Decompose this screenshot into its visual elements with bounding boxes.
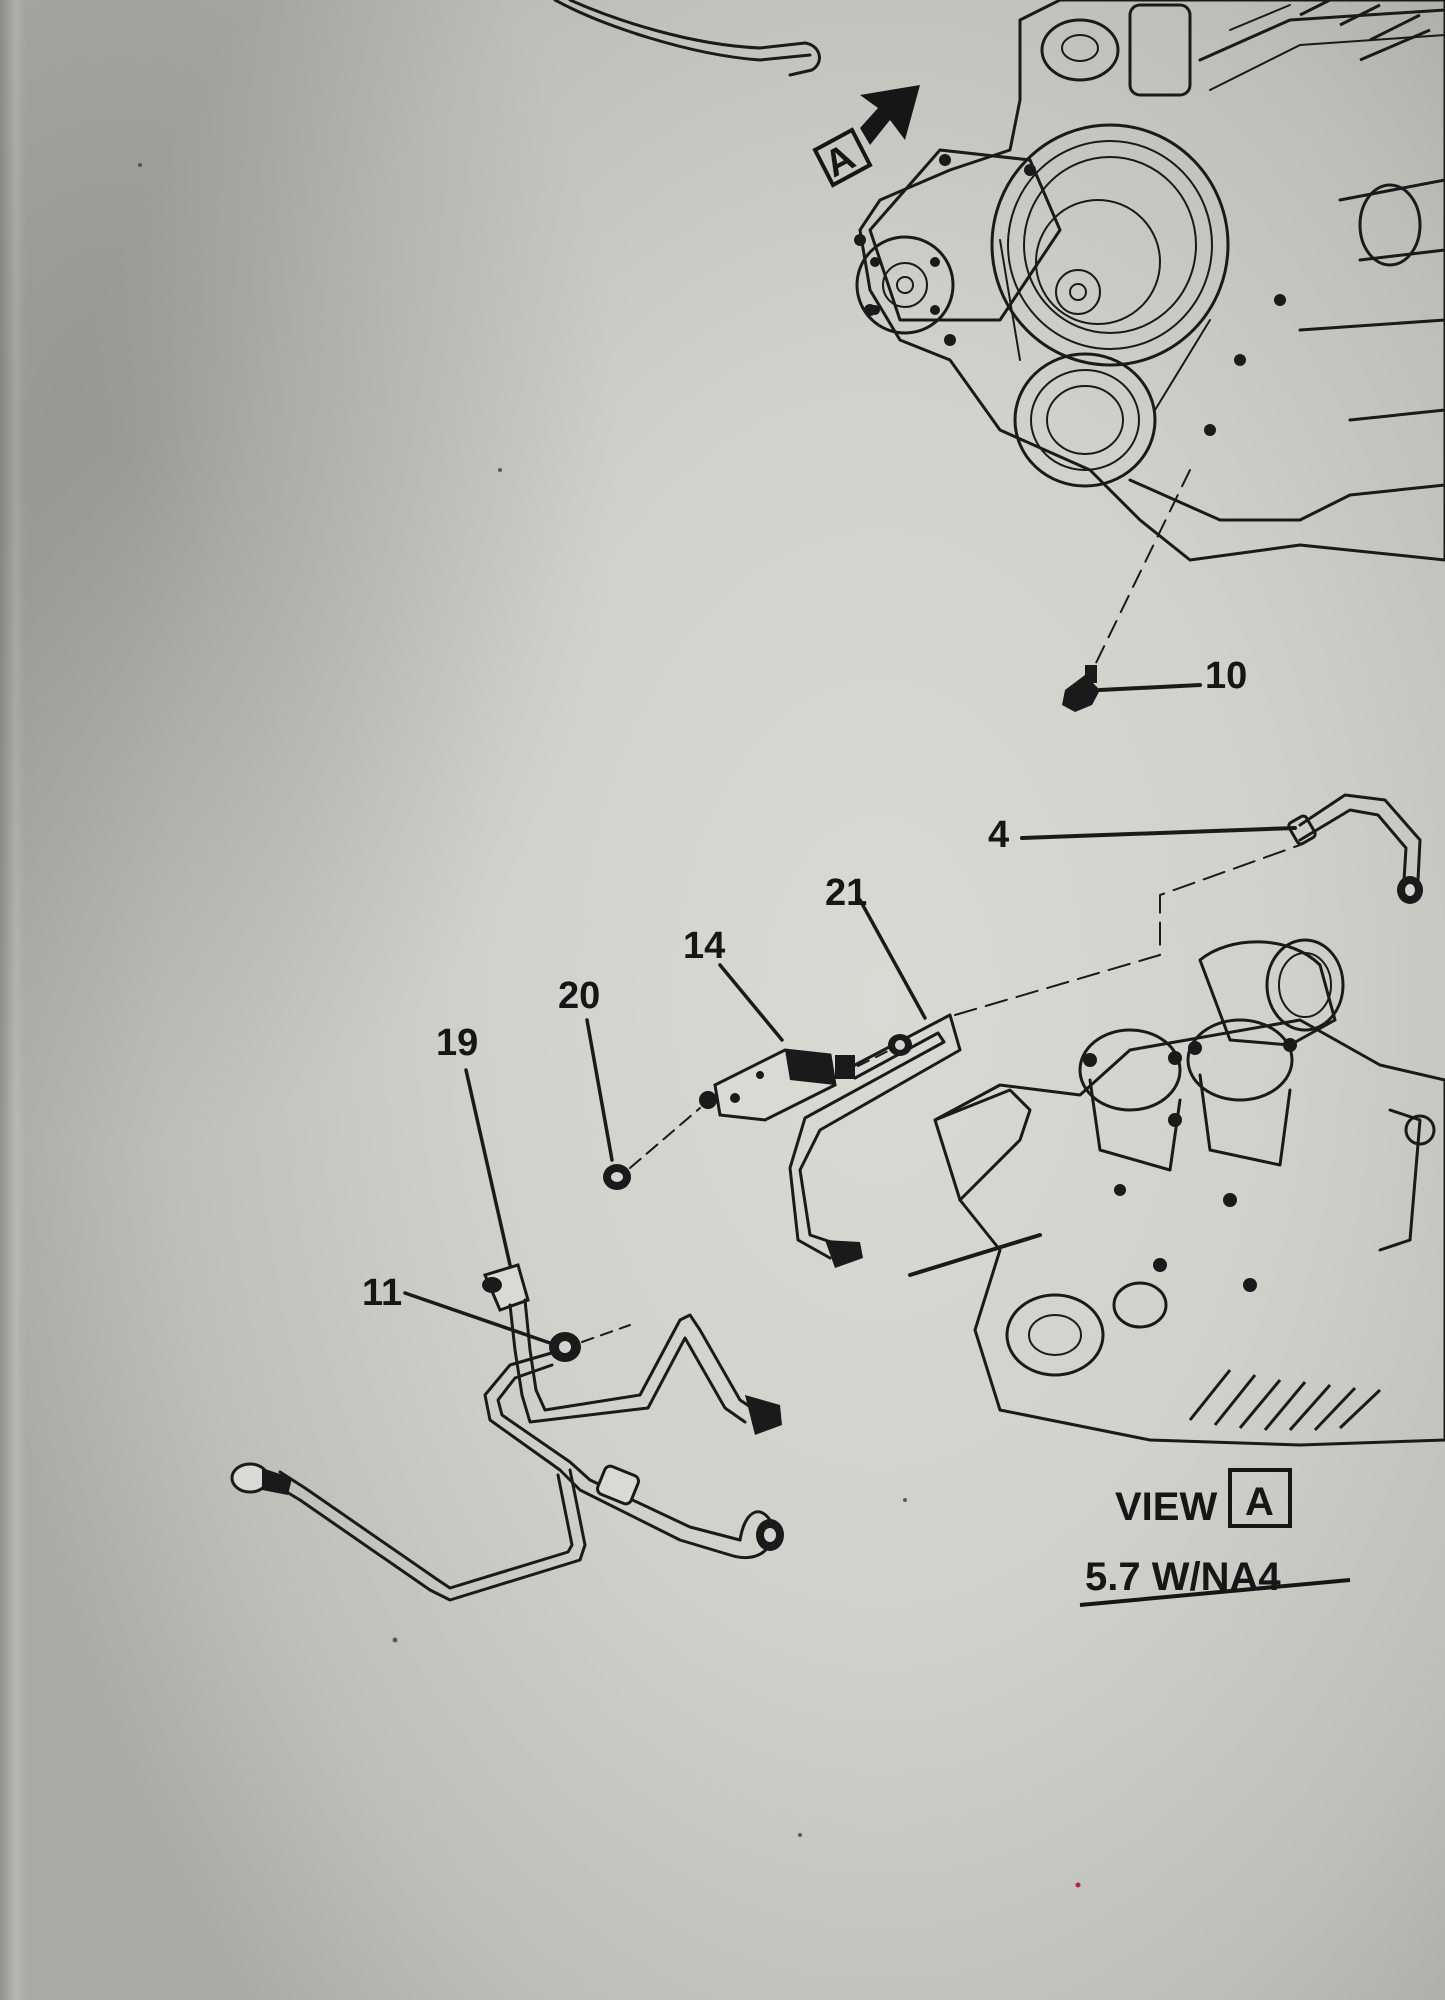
callout-19: 19	[436, 1022, 478, 1064]
view-caption: VIEW A 5.7 W/NA4	[1079, 1468, 1351, 1607]
engine-front-illustration	[854, 0, 1445, 562]
view-a-marker: A	[812, 85, 920, 188]
part-20-bolt	[603, 1107, 701, 1190]
hose-fragment-top	[553, 0, 821, 77]
caption-letter-box	[1228, 1468, 1292, 1528]
part-21-line	[788, 1013, 962, 1268]
part-14-valve	[699, 1048, 855, 1122]
callout-21: 21	[825, 872, 867, 914]
callout-11: 11	[362, 1272, 402, 1314]
caption-engine: 5.7 W/NA4	[1085, 1555, 1281, 1599]
line-assembly-lower	[230, 1263, 784, 1602]
callout-4: 4	[988, 814, 1009, 856]
callout-14: 14	[683, 925, 725, 967]
part-10-sensor	[1062, 469, 1202, 712]
leader-lines	[403, 898, 927, 1345]
caption-view-word: VIEW	[1115, 1485, 1217, 1529]
red-speck	[1075, 1882, 1081, 1888]
callout-20: 20	[558, 975, 600, 1017]
caption-view-letter: A	[1245, 1480, 1274, 1524]
callout-10: 10	[1205, 655, 1247, 697]
part-4-line	[1020, 793, 1423, 904]
caption-underline	[1079, 1578, 1351, 1607]
paper-specks	[138, 163, 907, 1837]
intake-manifold-illustration	[908, 938, 1445, 1447]
